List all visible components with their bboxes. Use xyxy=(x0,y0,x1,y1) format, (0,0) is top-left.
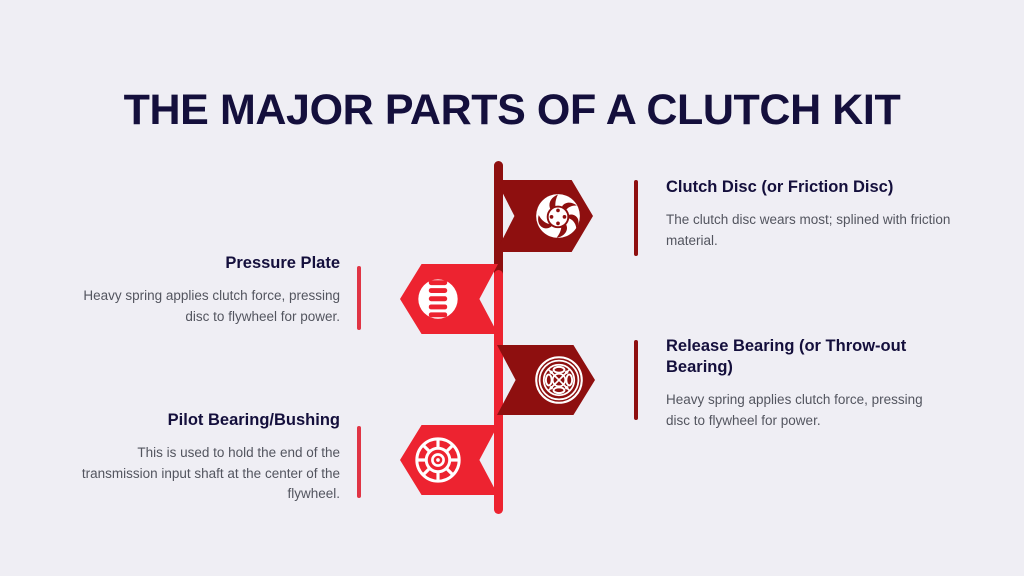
text-block-pilot-bearing: Pilot Bearing/Bushing This is used to ho… xyxy=(78,410,358,505)
text-block-clutch-disc: Clutch Disc (or Friction Disc) The clutc… xyxy=(646,177,956,251)
heading-release-bearing: Release Bearing (or Throw-out Bearing) xyxy=(666,337,907,377)
text-block-pressure-plate: Pressure Plate Heavy spring applies clut… xyxy=(78,253,358,327)
banner-release-bearing[interactable] xyxy=(497,345,595,415)
accent-bar-clutch-disc xyxy=(634,180,638,256)
banner-pilot-bearing[interactable] xyxy=(400,425,498,495)
release-bearing-icon xyxy=(535,356,583,404)
body-pilot-bearing: This is used to hold the end of the tran… xyxy=(81,445,340,502)
accent-bar-pilot-bearing xyxy=(357,426,361,498)
body-release-bearing: Heavy spring applies clutch force, press… xyxy=(666,392,923,428)
heading-clutch-disc: Clutch Disc (or Friction Disc) xyxy=(666,178,894,196)
timeline-spine-upper xyxy=(494,161,503,351)
heading-pressure-plate: Pressure Plate xyxy=(225,254,340,272)
accent-bar-release-bearing xyxy=(634,340,638,420)
page-title: THE MAJOR PARTS OF A CLUTCH KIT xyxy=(123,85,901,134)
banner-clutch-disc[interactable] xyxy=(496,180,593,252)
text-block-release-bearing: Release Bearing (or Throw-out Bearing) H… xyxy=(646,336,932,431)
banner-pressure-plate[interactable] xyxy=(400,264,498,334)
heading-pilot-bearing: Pilot Bearing/Bushing xyxy=(167,411,340,429)
body-clutch-disc: The clutch disc wears most; splined with… xyxy=(666,212,951,248)
pilot-bearing-wheel-icon xyxy=(415,437,461,483)
accent-bar-pressure-plate xyxy=(357,266,361,330)
clutch-disc-icon xyxy=(535,194,580,238)
pressure-plate-spring-icon xyxy=(418,279,458,319)
timeline-spine-lower xyxy=(494,270,503,514)
body-pressure-plate: Heavy spring applies clutch force, press… xyxy=(83,288,340,324)
